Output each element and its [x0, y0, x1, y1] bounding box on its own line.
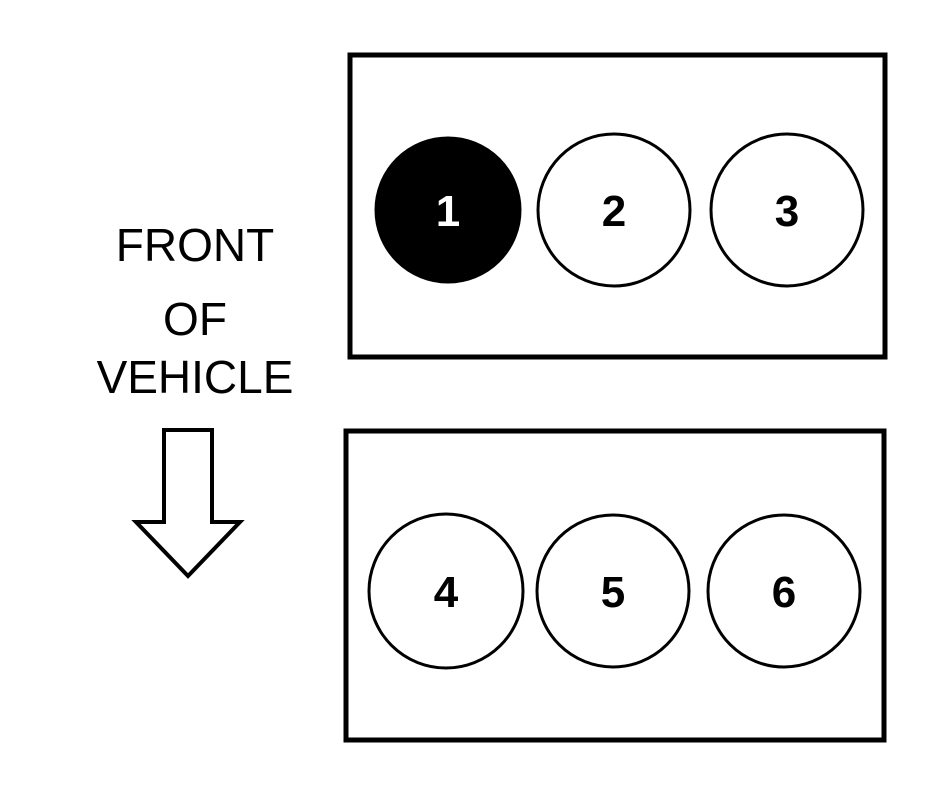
cylinder-bank-upper-outline — [347, 52, 888, 360]
cylinder-bank-upper: 1 2 3 — [347, 52, 888, 360]
cylinder-4-circle — [367, 512, 525, 670]
cylinder-5-number: 5 — [601, 568, 625, 617]
cylinder-6-number: 6 — [772, 568, 796, 617]
cylinder-bank-lower-outline — [343, 428, 887, 743]
cylinder-2: 2 — [536, 132, 692, 288]
cylinder-2-number: 2 — [602, 187, 626, 236]
cylinder-3-circle — [709, 132, 865, 288]
cylinder-1-circle — [374, 136, 522, 284]
front-label-line-of: OF — [163, 293, 227, 345]
cylinder-1: 1 — [374, 136, 522, 284]
cylinder-1-number: 1 — [436, 187, 460, 236]
cylinder-5-circle — [535, 513, 691, 669]
cylinder-4: 4 — [367, 512, 525, 670]
cylinder-2-circle — [536, 132, 692, 288]
arrow-down-outline-icon — [131, 428, 245, 579]
cylinder-3-number: 3 — [775, 187, 799, 236]
cylinder-3: 3 — [709, 132, 865, 288]
cylinder-6-circle — [706, 513, 862, 669]
front-label-line-vehicle: VEHICLE — [96, 351, 294, 403]
cylinder-4-number: 4 — [434, 568, 459, 617]
cylinder-5: 5 — [535, 513, 691, 669]
front-label-line-front: FRONT — [115, 219, 275, 271]
cylinder-6: 6 — [706, 513, 862, 669]
cylinder-bank-lower: 4 5 6 — [343, 428, 887, 743]
